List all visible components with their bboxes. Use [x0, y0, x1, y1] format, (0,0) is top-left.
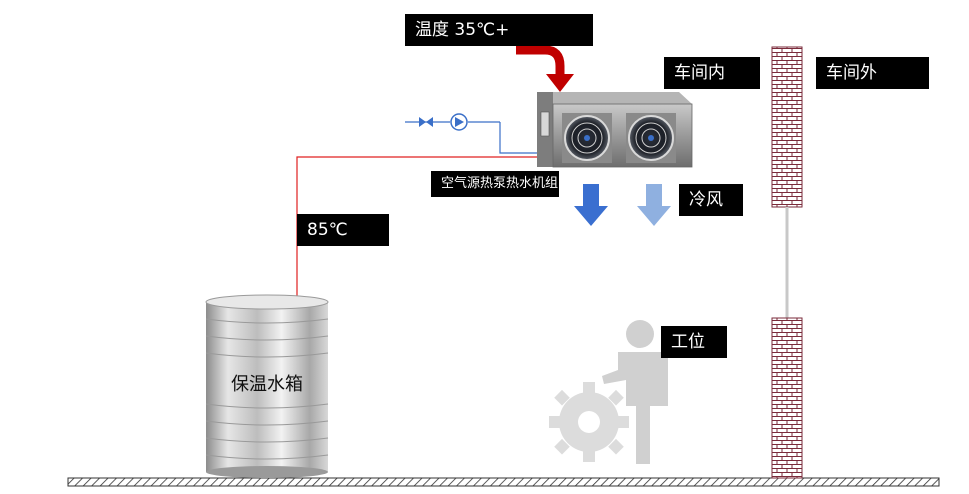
hot-water-temp-label: 85℃	[297, 214, 389, 246]
wall-lower	[771, 317, 803, 479]
wall-upper	[771, 46, 803, 208]
valve-icon	[419, 117, 433, 127]
outside-workshop-label: 车间外	[816, 57, 929, 89]
insulated-tank	[205, 294, 329, 478]
cold-wind-arrow-dark	[574, 184, 608, 226]
cold-water-inlet	[405, 121, 540, 154]
hot-air-arrow	[516, 45, 574, 92]
cold-wind-arrow-light	[637, 184, 671, 226]
gear-icon	[549, 382, 629, 462]
heat-pump-unit-label: 空气源热泵热水机组	[431, 171, 559, 197]
temperature-label: 温度 35℃+	[405, 14, 593, 46]
worker-icon	[602, 320, 668, 464]
insulated-tank-label: 保温水箱	[231, 374, 303, 395]
cold-wind-label: 冷风	[679, 184, 743, 216]
inside-workshop-label: 车间内	[664, 57, 760, 89]
ground	[67, 477, 940, 487]
workstation-label: 工位	[661, 326, 727, 358]
heat-pump-unit	[537, 92, 693, 168]
fan-icon	[626, 113, 676, 163]
hot-water-pipe	[296, 156, 540, 298]
pump-icon	[450, 113, 468, 131]
fan-icon	[562, 113, 612, 163]
